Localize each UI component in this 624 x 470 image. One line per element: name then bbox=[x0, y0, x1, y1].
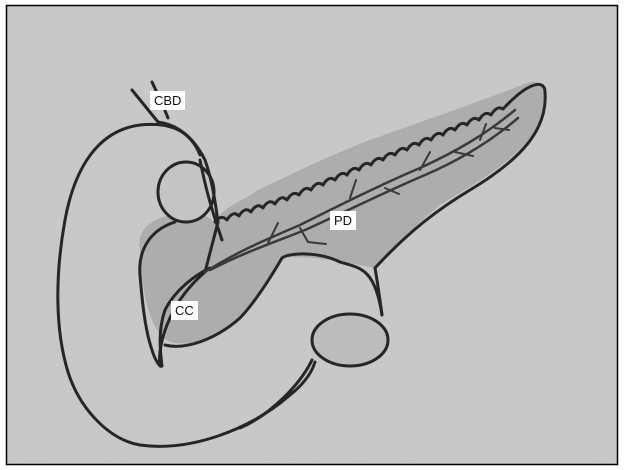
label-cc: CC bbox=[171, 301, 198, 320]
label-pd: PD bbox=[330, 211, 356, 230]
duodenal-lumen bbox=[312, 314, 388, 366]
label-cbd: CBD bbox=[150, 91, 185, 110]
cystic-bulge bbox=[158, 162, 214, 222]
